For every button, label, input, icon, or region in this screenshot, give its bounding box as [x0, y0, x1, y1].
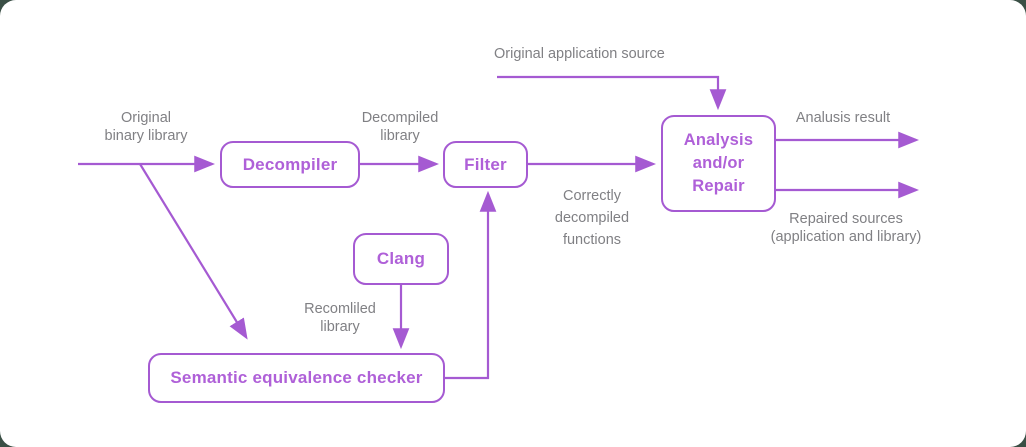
- label-analusis-result: Analusis result: [795, 110, 891, 126]
- label-repaired-line1: Repaired sources: [789, 211, 903, 227]
- label-original-binary-library: Original binary library: [66, 109, 226, 145]
- label-repaired-sources: Repaired sources (application and librar…: [751, 210, 941, 246]
- label-decompiled-line1: Decompiled: [361, 110, 439, 126]
- label-decompiled-line2: library: [380, 128, 420, 144]
- node-filter: Filter: [443, 141, 528, 188]
- label-recomliled-line2: library: [320, 319, 360, 335]
- label-repaired-line2: (application and library): [770, 229, 922, 245]
- label-correctly-decompiled-functions: Correctly decompiled functions: [537, 185, 647, 251]
- node-checker-label: Semantic equivalence checker: [170, 368, 423, 387]
- node-analysis-line3: Repair: [692, 177, 745, 195]
- label-recomliled-line1: Recomliled: [304, 301, 376, 317]
- node-analysis-repair: Analysis and/or Repair: [661, 115, 776, 212]
- node-semantic-equivalence-checker: Semantic equivalence checker: [148, 353, 445, 403]
- label-correctly-line2: decompiled: [554, 210, 630, 226]
- label-original-application-source: Original application source: [494, 46, 665, 62]
- label-original-binary-line1: Original: [121, 110, 171, 126]
- node-decompiler: Decompiler: [220, 141, 360, 188]
- edge-app-source-to-analysis: [497, 75, 727, 111]
- label-decompiled-library: Decompiled library: [340, 109, 460, 145]
- edge-input-to-checker-diagonal: [139, 163, 248, 340]
- edge-checker-to-filter: [445, 190, 497, 380]
- node-analysis-line1: Analysis: [683, 131, 754, 149]
- label-recomliled-library: Recomliled library: [290, 300, 390, 336]
- label-correctly-line3: functions: [562, 232, 622, 248]
- node-decompiler-label: Decompiler: [242, 154, 338, 174]
- node-filter-label: Filter: [464, 154, 507, 174]
- label-correctly-line1: Correctly: [562, 188, 621, 204]
- node-clang-label: Clang: [376, 249, 426, 268]
- node-analysis-line2: and/or: [692, 154, 745, 172]
- node-clang: Clang: [353, 233, 449, 285]
- label-original-binary-line2: binary library: [104, 128, 188, 144]
